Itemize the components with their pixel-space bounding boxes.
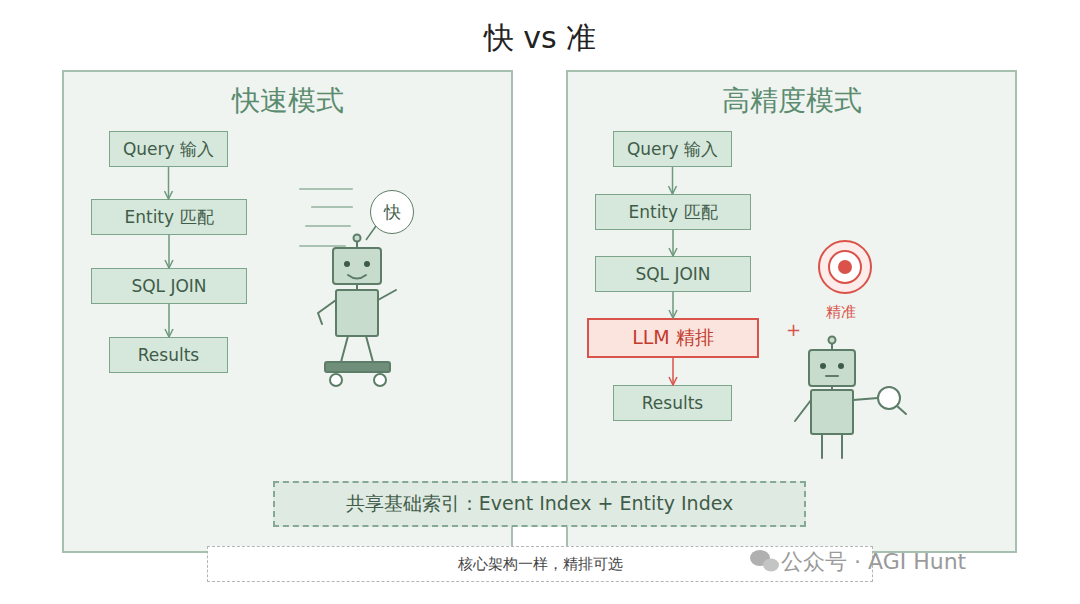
node-text: Results — [642, 393, 703, 413]
target-icon — [829, 251, 861, 283]
watermark: 公众号 · AGI Hunt — [781, 547, 966, 577]
fast-robot — [348, 275, 366, 279]
node-text: Results — [138, 345, 199, 365]
process-box: Results — [613, 385, 732, 421]
fast-robot — [325, 362, 390, 372]
fast-robot — [378, 290, 396, 300]
node-text: Entity 匹配 — [628, 201, 717, 224]
precise-robot — [820, 363, 826, 369]
speed-lines — [300, 188, 352, 190]
wechat-icon — [750, 550, 779, 572]
fast-robot — [366, 336, 373, 362]
fast-robot — [344, 261, 350, 267]
precise-robot — [826, 375, 838, 377]
process-box: Query 输入 — [109, 131, 228, 167]
fast-robot — [354, 235, 361, 242]
fast-robot — [364, 261, 370, 267]
flow-arrow — [168, 304, 170, 337]
precise-robot — [829, 337, 836, 344]
bubble-tail — [366, 226, 376, 240]
speech-bubble: 快 — [370, 190, 414, 234]
fast-robot — [330, 374, 342, 386]
precise-robot — [838, 363, 844, 369]
node-text: 共享基础索引：Event Index + Entity Index — [346, 491, 734, 517]
process-box: Query 输入 — [613, 131, 732, 167]
precise-robot — [795, 400, 811, 421]
flow-arrow — [672, 167, 674, 194]
precise-robot — [853, 398, 878, 400]
node-text: 核心架构一样，精排可选 — [458, 555, 623, 574]
speed-lines — [300, 189, 352, 246]
node-text: SQL JOIN — [635, 264, 710, 284]
process-box: Results — [109, 337, 228, 373]
shared-index-band: 共享基础索引：Event Index + Entity Index — [273, 481, 806, 527]
fast-robot — [356, 241, 358, 248]
fast-robot — [374, 374, 386, 386]
fast-robot — [356, 284, 358, 290]
fast-robot — [336, 290, 378, 336]
fast-robot — [318, 235, 396, 387]
bubble-tail — [366, 226, 376, 240]
target-icon — [819, 241, 871, 293]
precise-robot — [878, 387, 900, 409]
node-text: SQL JOIN — [131, 276, 206, 296]
flow-arrow — [168, 235, 170, 268]
flow-arrow — [672, 358, 674, 385]
note-box: 核心架构一样，精排可选 — [207, 546, 873, 582]
flow-arrow — [168, 167, 170, 199]
flow-arrow — [672, 230, 674, 256]
target-icon — [838, 260, 852, 274]
node-text: Query 输入 — [123, 138, 214, 161]
diagram-title: 快 vs 准 — [0, 18, 1080, 59]
process-box: Entity 匹配 — [91, 199, 247, 235]
wechat-icon — [750, 550, 770, 566]
node-text: Entity 匹配 — [124, 206, 213, 229]
precise-robot — [897, 406, 906, 414]
process-box: SQL JOIN — [595, 256, 751, 292]
precise-robot — [841, 434, 843, 458]
node-text: LLM 精排 — [632, 325, 714, 351]
target-icon — [819, 241, 871, 293]
precise-robot — [811, 390, 853, 434]
node-text: Query 输入 — [627, 138, 718, 161]
process-box: SQL JOIN — [91, 268, 247, 304]
precise-robot — [795, 337, 906, 459]
panel-heading: 高精度模式 — [568, 82, 1015, 120]
highlight-box: LLM 精排 — [587, 318, 759, 358]
plus-sign: + — [786, 319, 801, 340]
precise-robot — [831, 343, 833, 350]
speed-lines — [312, 206, 352, 208]
precise-robot — [809, 350, 855, 386]
precise-robot — [821, 434, 823, 458]
speed-lines — [300, 245, 345, 247]
fast-robot — [318, 300, 336, 324]
wechat-icon — [763, 559, 779, 572]
node-text: 快 — [384, 201, 401, 224]
callout-text: 精准 — [826, 303, 856, 322]
process-box: Entity 匹配 — [595, 194, 751, 230]
precise-robot — [831, 386, 833, 390]
fast-robot — [341, 336, 348, 362]
fast-robot — [333, 248, 381, 284]
speed-lines — [306, 225, 350, 227]
flow-arrow — [672, 292, 674, 318]
panel-heading: 快速模式 — [64, 82, 511, 120]
